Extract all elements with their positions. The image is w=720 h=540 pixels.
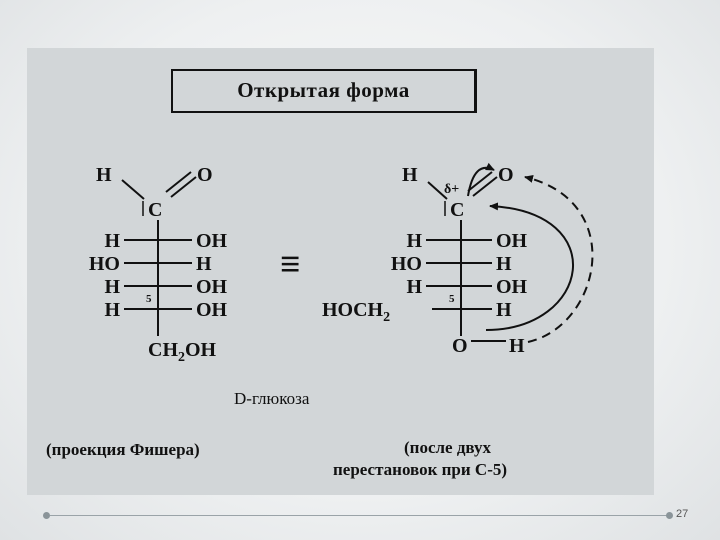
right-caption-line1: (после двух <box>404 438 492 457</box>
title-box: Открытая форма <box>171 69 477 113</box>
footer-dot-right <box>666 512 673 519</box>
footer-dot-left <box>43 512 50 519</box>
page-number: 27 <box>676 508 689 520</box>
left-caption: (проекция Фишера) <box>46 440 200 459</box>
slide-title: Открытая форма <box>237 78 410 102</box>
right-caption-line2: перестановок при С-5) <box>333 460 508 479</box>
footer-line <box>50 515 668 516</box>
compound-caption: D-глюкоза <box>234 389 310 408</box>
scanned-figure <box>27 48 654 495</box>
